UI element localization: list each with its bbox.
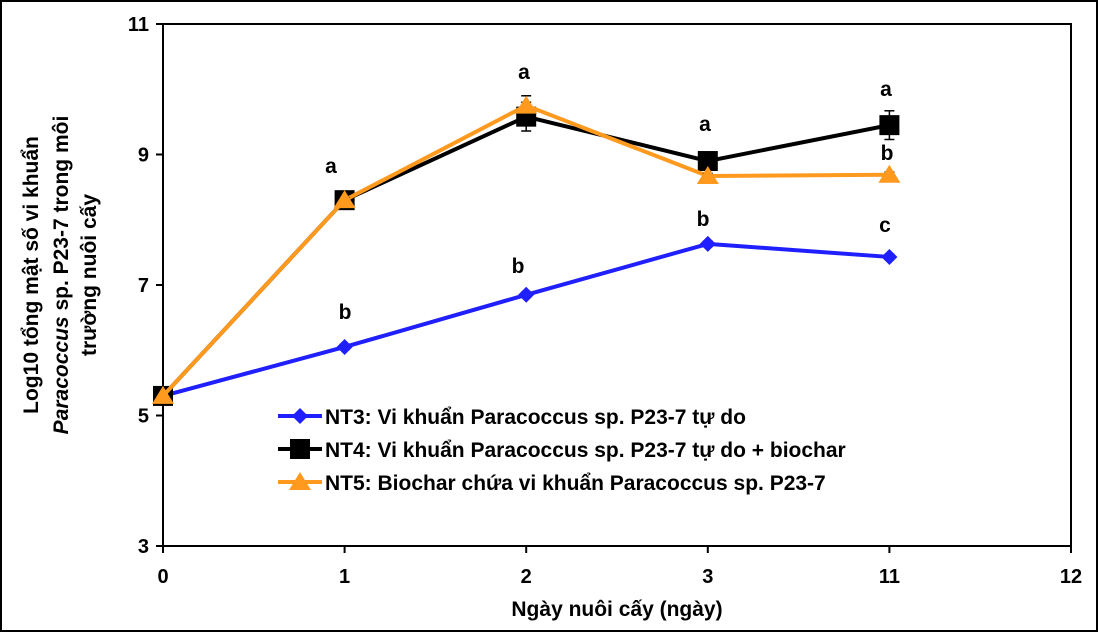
data-point — [699, 235, 716, 252]
data-point — [878, 164, 901, 183]
significance-label: a — [325, 155, 337, 178]
significance-label: b — [881, 142, 894, 165]
data-point — [697, 151, 718, 172]
y-axis-title-segment: sp. P23-7 trong môi — [50, 116, 73, 317]
legend-entry: NT3: Vi khuẩn Paracoccus sp. P23-7 tự do — [278, 406, 746, 429]
significance-label: a — [518, 61, 530, 84]
series-line — [162, 241, 890, 398]
y-axis-title-segment: trường nuôi cấy — [78, 194, 101, 356]
significance-label: b — [339, 301, 352, 324]
y-axis-title-segment: Paracoccus — [50, 316, 73, 434]
significance-label: a — [699, 113, 711, 136]
y-axis-title-line: trường nuôi cấy — [78, 194, 101, 356]
legend-entry: NT5: Biochar chứa vi khuẩn Paracoccus sp… — [278, 472, 826, 495]
legend: NT3: Vi khuẩn Paracoccus sp. P23-7 tự do… — [278, 406, 846, 495]
data-point — [881, 248, 898, 265]
data-point — [696, 166, 719, 185]
x-tick-label: 2 — [521, 566, 532, 588]
significance-label: c — [879, 214, 891, 237]
data-point — [152, 385, 174, 404]
x-tick-label: 11 — [879, 566, 900, 588]
legend-marker — [289, 472, 311, 490]
legend-marker — [290, 439, 310, 459]
x-tick-label: 12 — [1060, 566, 1082, 588]
legend-label: NT5: Biochar chứa vi khuẩn Paracoccus sp… — [325, 472, 826, 495]
y-axis-title-segment: Log10 tổng mật số vi khuẩn — [20, 136, 43, 414]
data-point — [879, 115, 900, 136]
series-2 — [153, 101, 900, 406]
y-axis-title-line: Paracoccus sp. P23-7 trong môi — [50, 116, 73, 435]
legend-label: NT4: Vi khuẩn Paracoccus sp. P23-7 tự do… — [325, 439, 846, 462]
data-point — [515, 95, 538, 114]
y-tick-label: 11 — [128, 14, 149, 36]
data-point — [518, 286, 535, 303]
legend-label: NT3: Vi khuẩn Paracoccus sp. P23-7 tự do — [325, 406, 746, 429]
data-point — [333, 190, 356, 209]
series-3 — [152, 95, 901, 404]
y-axis-title-line: Log10 tổng mật số vi khuẩn — [20, 136, 43, 414]
significance-label: b — [697, 208, 710, 231]
legend-entry: NT4: Vi khuẩn Paracoccus sp. P23-7 tự do… — [278, 439, 846, 462]
x-tick-label: 1 — [339, 566, 350, 588]
x-tick-label: 3 — [702, 566, 713, 588]
x-tick-label: 0 — [157, 566, 168, 588]
y-tick-label: 3 — [138, 536, 149, 558]
significance-label: a — [880, 78, 892, 101]
y-tick-label: 9 — [138, 145, 149, 167]
legend-marker — [292, 408, 308, 424]
y-tick-label: 5 — [138, 406, 149, 428]
x-axis-title: Ngày nuôi cấy (ngày) — [511, 598, 722, 621]
plot-frame — [162, 23, 1072, 547]
significance-label: b — [512, 255, 525, 278]
data-point — [336, 338, 353, 355]
series-marks: b b b c a a a a b — [152, 61, 901, 406]
series-line — [161, 114, 890, 398]
y-tick-label: 7 — [138, 275, 149, 297]
series-1 — [155, 235, 898, 404]
